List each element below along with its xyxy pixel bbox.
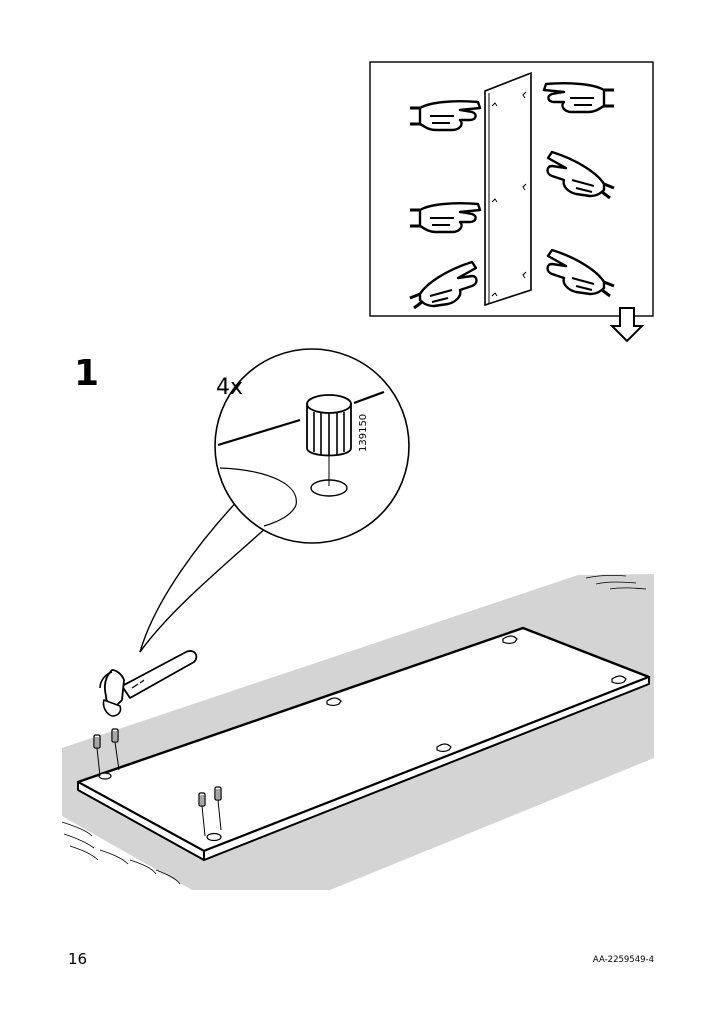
hammer-icon: [99, 650, 198, 717]
arrow-down-icon: [609, 307, 645, 343]
dowel-detail-callout: 4x 139150: [139, 348, 410, 653]
dowel-icon: [306, 394, 352, 457]
quantity-label: 4x: [216, 375, 243, 400]
panel-icon: [484, 71, 532, 307]
part-number: 139150: [358, 414, 369, 452]
page-number: 16: [68, 950, 88, 968]
document-id: AA-2259549-4: [592, 955, 654, 965]
panel-orientation-box: [369, 61, 654, 317]
step-number: 1: [74, 353, 100, 394]
dowel-icon: [93, 728, 222, 837]
